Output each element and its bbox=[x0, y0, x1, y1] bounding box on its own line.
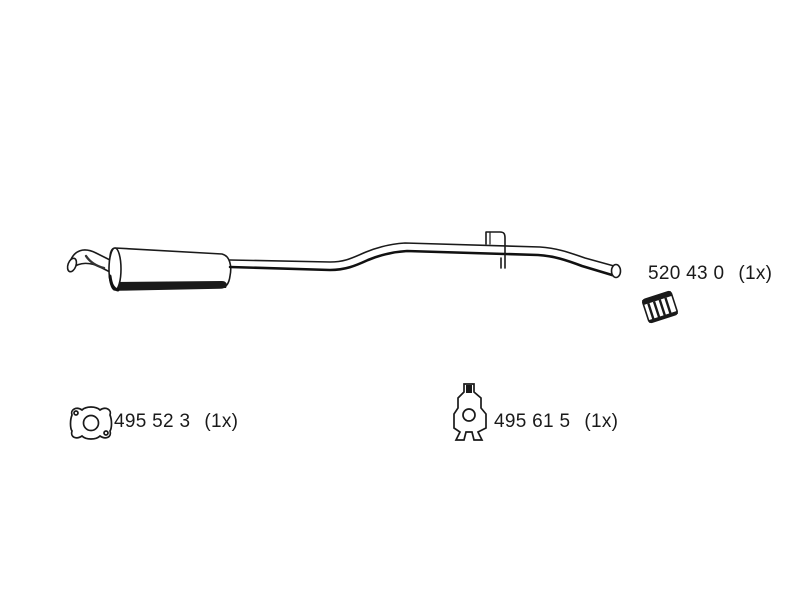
part-qty-clamp: (1x) bbox=[204, 411, 239, 432]
part-code-mount: 495 61 5 bbox=[494, 411, 571, 432]
part-label-mount: 495 61 5 (1x) bbox=[494, 411, 618, 433]
exhaust-pipe-icon bbox=[66, 231, 622, 292]
part-label-sleeve: 520 43 0 (1x) bbox=[648, 263, 772, 285]
clamp-sleeve-icon bbox=[642, 290, 678, 324]
part-qty-mount: (1x) bbox=[584, 411, 619, 432]
rubber-mount-icon bbox=[453, 383, 487, 441]
flange-gasket-icon bbox=[69, 406, 113, 440]
part-code-sleeve: 520 43 0 bbox=[648, 263, 725, 284]
part-qty-sleeve: (1x) bbox=[738, 263, 773, 284]
part-label-clamp: 495 52 3 (1x) bbox=[114, 411, 238, 433]
part-code-clamp: 495 52 3 bbox=[114, 411, 191, 432]
